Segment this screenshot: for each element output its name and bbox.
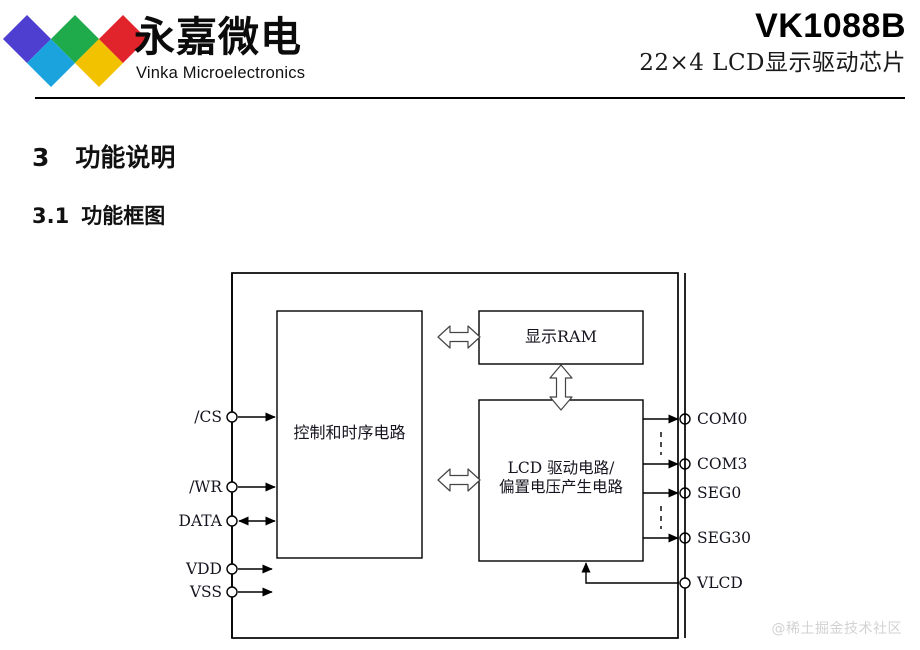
pin-label-vss: VSS: [189, 583, 222, 601]
page-header: 永嘉微电 Vinka Microelectronics VK1088B 22×4…: [0, 0, 920, 100]
company-logo: 永嘉微电 Vinka Microelectronics: [2, 10, 428, 90]
control-block-shape: [276, 310, 423, 559]
lcd-driver-label-line2: 偏置电压产生电路: [498, 477, 623, 496]
pin-circle-cs: [226, 411, 238, 423]
ram-block-label: 显示RAM: [525, 327, 597, 346]
pin-label-wr: /WR: [189, 478, 222, 496]
watermark-text: @稀土掘金技术社区: [771, 621, 902, 637]
part-subtitle: 22×4 LCD显示驱动芯片: [639, 50, 906, 76]
ram-lcd-bus-arrow: [549, 364, 573, 411]
pin-label-seg0: SEG0: [697, 484, 742, 502]
section-title: 功能说明: [75, 143, 176, 172]
functional-block-diagram: 控制和时序电路 显示RAM LCD 驱动电路/ 偏置电压产生电路 /CS /WR…: [150, 255, 920, 650]
lcd-driver-label-line1: LCD 驱动电路/: [507, 459, 615, 477]
vinka-diamond-logo-icon: [2, 14, 148, 88]
lcd-driver-block-label: LCD 驱动电路/ 偏置电压产生电路: [479, 459, 643, 497]
pin-circle-vlcd: [679, 577, 691, 589]
pin-circle-wr: [226, 481, 238, 493]
pin-wire-vlcd: [581, 562, 679, 584]
pin-label-data: DATA: [178, 512, 222, 530]
pin-label-vdd: VDD: [185, 560, 222, 578]
pin-label-com3: COM3: [697, 455, 748, 473]
section-number: 3: [32, 143, 50, 172]
block-diagram-graphics: [226, 272, 691, 639]
pin-label-vlcd: VLCD: [697, 574, 743, 592]
header-title-group: VK1088B 22×4 LCD显示驱动芯片: [436, 6, 906, 80]
subsection-heading: 3.1 功能框图: [32, 200, 165, 230]
pin-label-seg30: SEG30: [697, 529, 752, 547]
control-block-label: 控制和时序电路: [293, 423, 406, 442]
pin-label-com0: COM0: [697, 410, 748, 428]
subsection-number: 3.1: [32, 204, 70, 228]
logo-english-name: Vinka Microelectronics: [136, 64, 306, 82]
header-divider: [35, 97, 905, 99]
pin-circle-vss: [226, 586, 238, 598]
logo-chinese-name: 永嘉微电: [134, 13, 302, 61]
pin-circle-vdd: [226, 563, 238, 575]
control-ram-bus-arrow: [437, 325, 481, 349]
pin-circle-data: [226, 515, 238, 527]
control-lcd-bus-arrow: [437, 468, 481, 492]
part-number-title: VK1088B: [755, 7, 906, 45]
pin-label-cs: /CS: [194, 408, 222, 426]
subsection-title: 功能框图: [81, 204, 166, 228]
section-heading: 3 功能说明: [32, 138, 175, 174]
